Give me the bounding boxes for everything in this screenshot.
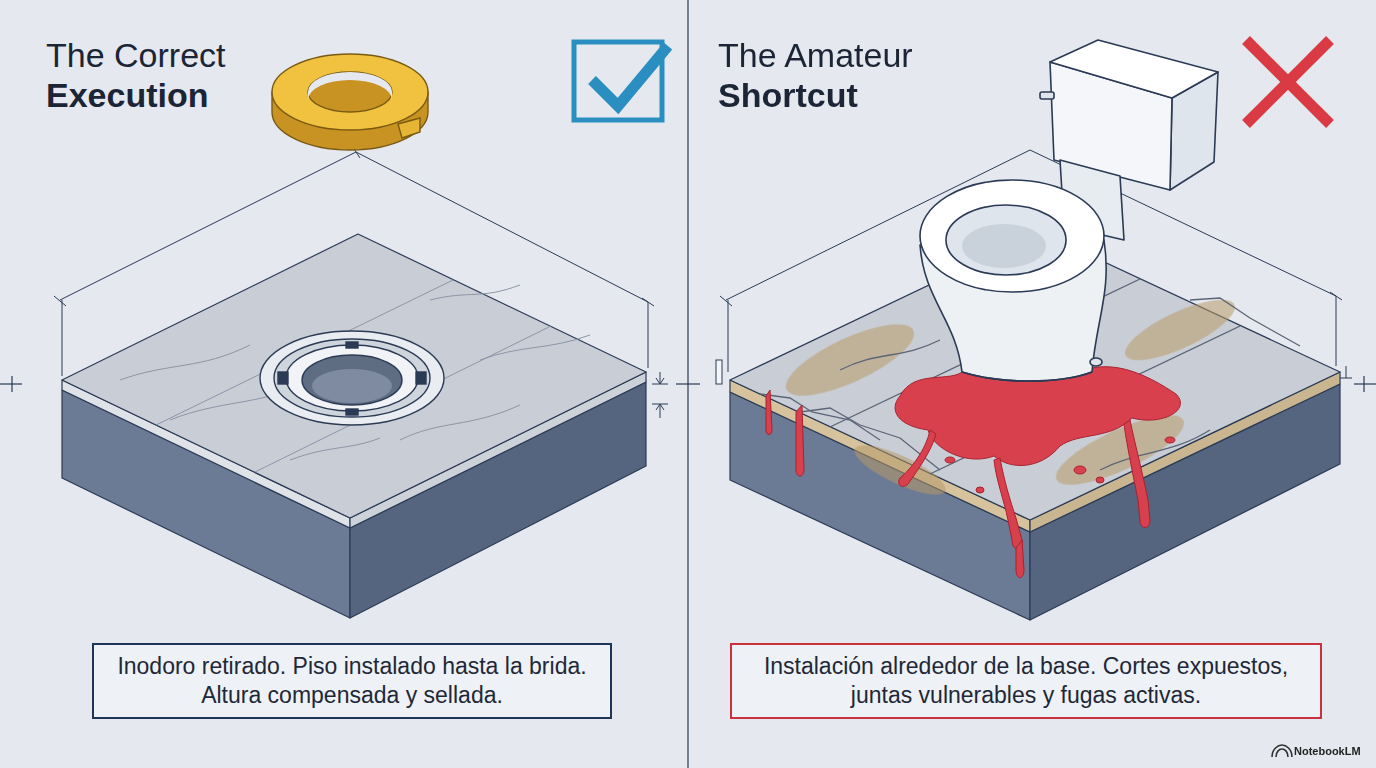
- wax-ring: [398, 118, 420, 138]
- toilet: [1090, 358, 1102, 366]
- toilet-flange: [260, 331, 444, 425]
- cross-icon: [1246, 40, 1330, 124]
- toilet-flange: [312, 369, 392, 403]
- leak-puddle: [766, 361, 1180, 578]
- dimension-lines: [716, 360, 722, 384]
- watermark-icon: [1272, 745, 1292, 757]
- toilet: [1040, 92, 1054, 99]
- wax-ring: [308, 72, 392, 112]
- toilet: [946, 205, 1066, 275]
- leak-puddle: [1165, 437, 1175, 443]
- wood-planks: [156, 280, 453, 425]
- toilet-flange: [302, 355, 402, 405]
- caption-text: Instalación alrededor de la base. Cortes…: [744, 652, 1308, 710]
- leak-puddle: [1096, 477, 1104, 483]
- panel-heading: The Amateur: [718, 36, 913, 75]
- leak-puddle: [796, 405, 804, 476]
- cracked-planks: [1190, 298, 1300, 346]
- leak-puddle: [1074, 466, 1086, 474]
- dimension-lines: [726, 150, 1336, 300]
- toilet-flange: [346, 342, 358, 348]
- floor-slab: [62, 234, 646, 518]
- watermark-icon: [1276, 749, 1288, 757]
- cross-icon: [1246, 40, 1330, 124]
- watermark-icon: [1272, 745, 1292, 757]
- leak-puddle: [945, 457, 955, 463]
- dimension-lines: [656, 378, 664, 410]
- frame-marks: [676, 383, 700, 384]
- panel-heading: Execution: [46, 76, 208, 115]
- dimension-lines: [62, 300, 63, 376]
- dimension-lines: [728, 300, 729, 372]
- leak-puddle: [766, 390, 772, 435]
- water-stains: [849, 436, 951, 504]
- toilet: [920, 40, 1218, 381]
- dimension-lines: [720, 296, 732, 306]
- cracked-planks: [760, 394, 880, 440]
- dimension-lines: [1340, 378, 1352, 379]
- panel-heading: The Correct: [46, 36, 226, 75]
- toilet-flange: [278, 372, 288, 384]
- frame-marks: [0, 383, 22, 384]
- toilet-flange: [274, 339, 430, 417]
- toilet: [962, 224, 1046, 268]
- dimension-lines: [660, 404, 661, 418]
- toilet-flange: [286, 345, 418, 411]
- dimension-lines: [660, 372, 661, 384]
- wood-planks: [120, 285, 590, 460]
- dimension-lines: [54, 296, 66, 306]
- wax-ring: [308, 72, 392, 100]
- frame-marks: [1363, 376, 1364, 392]
- dimension-lines: [648, 302, 649, 368]
- wood-planks: [120, 280, 590, 472]
- dimension-lines: [1336, 296, 1337, 366]
- frame-marks: [1354, 383, 1376, 384]
- leak-puddle: [1124, 420, 1150, 528]
- wax-ring: [272, 54, 428, 130]
- caption-text: Inodoro retirado. Piso instalado hasta l…: [106, 652, 598, 710]
- toilet-flange: [260, 331, 444, 425]
- leak-puddle: [994, 458, 1022, 549]
- watermark: NotebookLM: [1294, 745, 1361, 758]
- toilet-flange: [416, 372, 426, 384]
- cross-icon: [1246, 40, 1330, 124]
- toilet: [1050, 40, 1218, 98]
- wood-planks: [255, 326, 551, 472]
- toilet: [920, 180, 1104, 292]
- leak-puddle: [899, 430, 936, 486]
- dimension-lines: [1346, 366, 1347, 378]
- check-mark-icon: [574, 42, 668, 120]
- check-mark-icon: [592, 46, 668, 106]
- caption-box: Inodoro retirado. Piso instalado hasta l…: [92, 643, 612, 719]
- panel-heading: Shortcut: [718, 76, 858, 115]
- leak-puddle: [976, 487, 984, 493]
- caption-box: Instalación alrededor de la base. Cortes…: [730, 643, 1322, 719]
- floor-slab: [62, 234, 646, 618]
- frame-marks: [11, 376, 12, 392]
- wax-ring: [272, 54, 428, 150]
- leak-puddle: [1016, 540, 1024, 578]
- toilet-flange: [346, 409, 358, 415]
- toilet: [962, 372, 1092, 381]
